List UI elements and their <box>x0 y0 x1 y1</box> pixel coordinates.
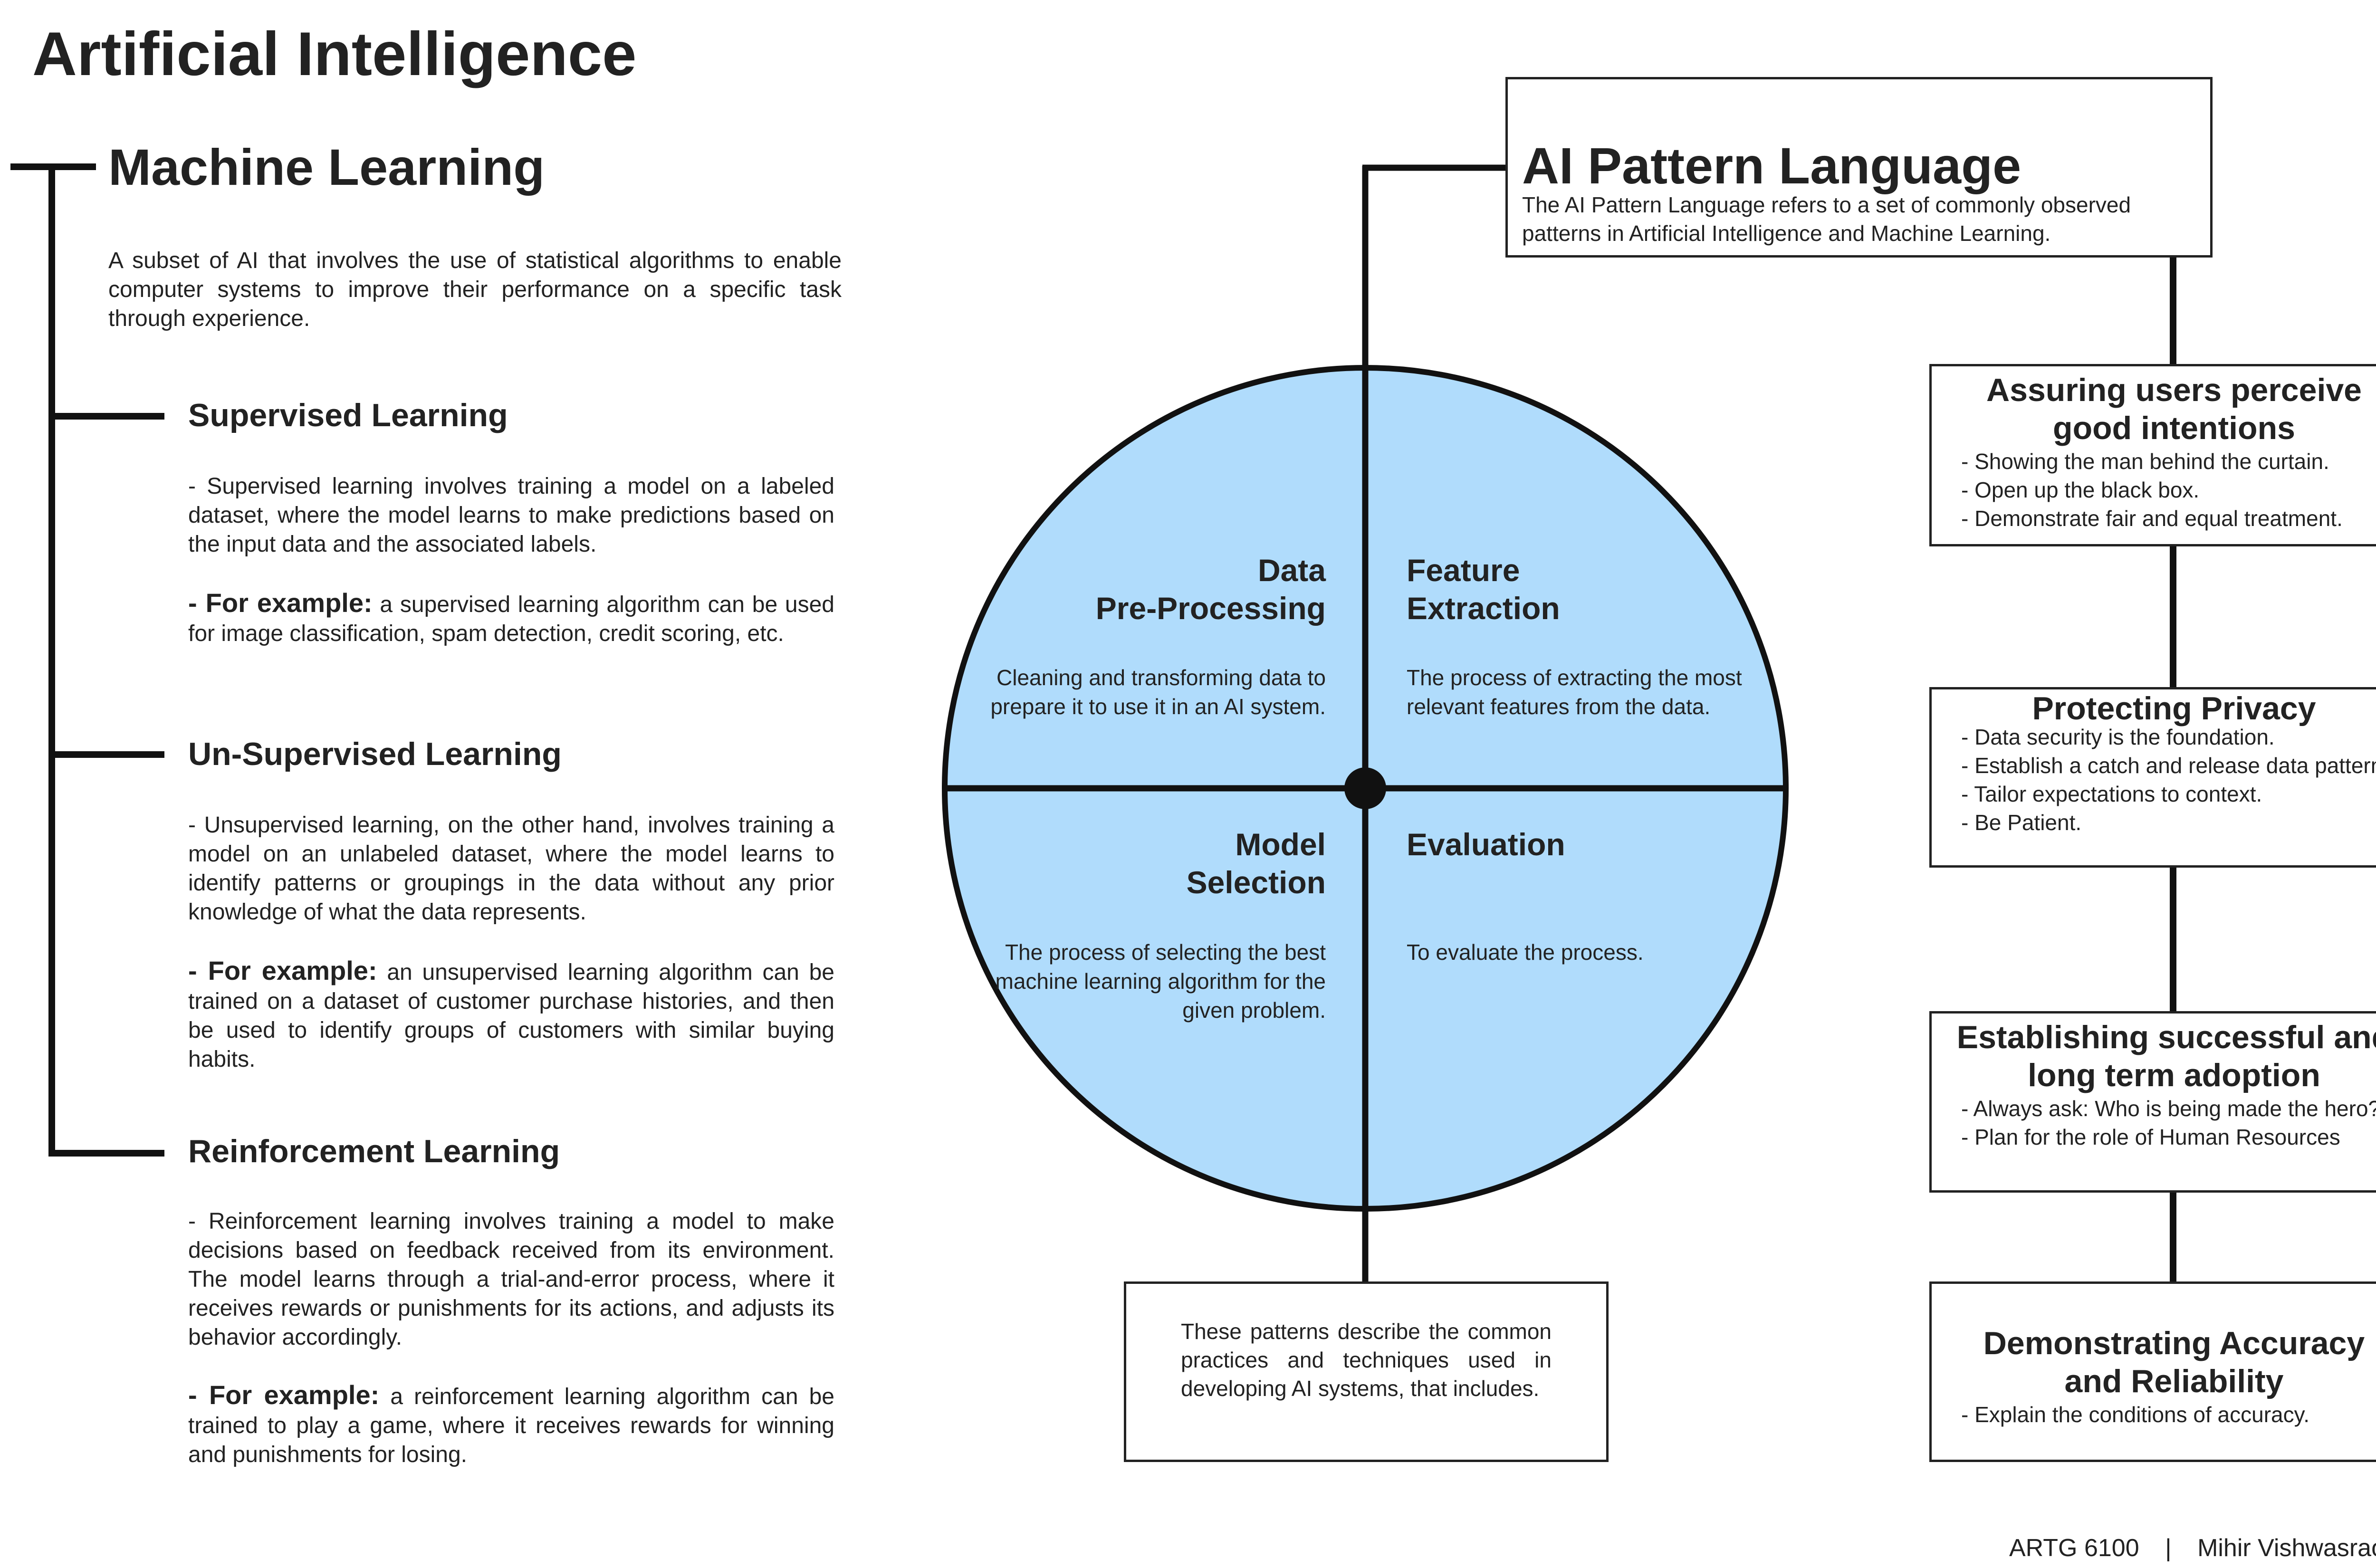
ml-title: Machine Learning <box>108 138 545 196</box>
branch-connector-supervised <box>48 413 164 420</box>
ml-tree-trunk <box>48 163 55 1157</box>
pattern-items: - Data security is the foundation. - Est… <box>1961 723 2376 837</box>
supervised-learning-description: - Supervised learning involves training … <box>188 474 834 557</box>
patterns-summary-text: These patterns describe the common pract… <box>1181 1319 1552 1401</box>
ai-pattern-language-description: The AI Pattern Language refers to a set … <box>1522 192 2131 246</box>
pattern-items: - Explain the conditions of accuracy. <box>1961 1400 2376 1429</box>
pattern-title: Assuring users perceive good intentions <box>1986 372 2362 446</box>
supervised-learning-title: Supervised Learning <box>188 397 508 433</box>
pattern-item: - Demonstrate fair and equal treatment. <box>1961 506 2343 531</box>
quadrant-evaluation-text: To evaluate the process. <box>1407 940 1644 965</box>
quadrant-title-line: Data <box>1257 553 1326 588</box>
quadrant-feature-extraction-title: Feature Extraction <box>1407 551 1711 627</box>
quadrant-title-line: Feature <box>1407 553 1520 588</box>
pattern-item: - Data security is the foundation. <box>1961 725 2275 749</box>
example-text: a reinforcement learning algorithm can b… <box>188 1384 834 1467</box>
example-text: a supervised learning algorithm can be u… <box>188 592 834 646</box>
example-text: an unsupervised learning algorithm can b… <box>188 960 834 1072</box>
example-lead: - For example: <box>188 956 377 985</box>
supervised-learning-example: - For example: a supervised learning alg… <box>188 588 834 648</box>
pattern-items: - Always ask: Who is being made the hero… <box>1961 1094 2376 1151</box>
footer-author: Mihir Vishwasrao <box>2197 1534 2376 1562</box>
ai-pattern-language-title: AI Pattern Language <box>1522 137 2022 194</box>
pattern-item: - Plan for the role of Human Resources <box>1961 1125 2340 1149</box>
pattern-title: Protecting Privacy <box>2032 690 2316 727</box>
quadrant-data-preprocessing-text: Cleaning and transforming data to prepar… <box>990 665 1326 719</box>
unsupervised-learning-title: Un-Supervised Learning <box>188 736 562 772</box>
pattern-box-accuracy-reliability: Demonstrating Accuracy and Reliability -… <box>1929 1281 2376 1462</box>
page-title: Artificial Intelligence <box>32 19 637 88</box>
pattern-item: - Establish a catch and release data pat… <box>1961 753 2376 778</box>
footer-separator: | <box>2165 1534 2172 1562</box>
branch-connector-unsupervised <box>48 751 164 758</box>
pattern-item: - Be Patient. <box>1961 810 2082 835</box>
unsupervised-learning-example: - For example: an unsupervised learning … <box>188 956 834 1074</box>
ai-pattern-language-box: AI Pattern Language The AI Pattern Langu… <box>1505 77 2213 258</box>
pattern-title: Establishing successful and long term ad… <box>1956 1019 2376 1093</box>
quadrant-model-selection-text: The process of selecting the best machin… <box>995 940 1326 1023</box>
pattern-item: - Showing the man behind the curtain. <box>1961 449 2329 474</box>
reinforcement-learning-title: Reinforcement Learning <box>188 1133 560 1169</box>
quadrant-title-line: Extraction <box>1407 591 1560 626</box>
unsupervised-learning-description: - Unsupervised learning, on the other ha… <box>188 813 834 925</box>
quadrant-title-line: Model <box>1235 827 1326 862</box>
pattern-box-protecting-privacy: Protecting Privacy - Data security is th… <box>1929 687 2376 868</box>
reinforcement-learning-description: - Reinforcement learning involves traini… <box>188 1209 834 1350</box>
quadrant-feature-extraction-text: The process of extracting the most relev… <box>1407 665 1742 719</box>
footer: ARTG 6100 | Mihir Vishwasrao <box>2009 1534 2376 1562</box>
quadrant-evaluation-title: Evaluation <box>1407 825 1711 863</box>
quadrant-model-selection-title: Model Selection <box>1022 825 1326 901</box>
pattern-item: - Explain the conditions of accuracy. <box>1961 1402 2309 1427</box>
example-lead: - For example: <box>188 588 373 618</box>
pattern-box-good-intentions: Assuring users perceive good intentions … <box>1929 364 2376 546</box>
pattern-item: - Tailor expectations to context. <box>1961 782 2262 806</box>
patterns-summary-box: These patterns describe the common pract… <box>1124 1281 1609 1462</box>
pattern-items: - Showing the man behind the curtain. - … <box>1961 447 2376 533</box>
patterns-connector-1 <box>2170 257 2176 366</box>
patterns-connector-4 <box>2170 1190 2176 1285</box>
patterns-connector-3 <box>2170 865 2176 1013</box>
patterns-connector-2 <box>2170 544 2176 689</box>
branch-connector-reinforcement <box>48 1150 164 1157</box>
quadrant-title-line: Pre-Processing <box>1095 591 1326 626</box>
footer-course: ARTG 6100 <box>2009 1534 2139 1562</box>
circle-center-dot <box>1344 767 1386 809</box>
pattern-box-long-term-adoption: Establishing successful and long term ad… <box>1929 1011 2376 1193</box>
quadrant-title-line: Selection <box>1186 865 1326 900</box>
quadrant-title-line: Evaluation <box>1407 827 1565 862</box>
pattern-item: - Always ask: Who is being made the hero… <box>1961 1096 2376 1121</box>
quadrant-data-preprocessing-title: Data Pre-Processing <box>1022 551 1326 627</box>
pattern-title: Demonstrating Accuracy and Reliability <box>1983 1325 2365 1399</box>
ml-description: A subset of AI that involves the use of … <box>108 248 842 331</box>
reinforcement-learning-example: - For example: a reinforcement learning … <box>188 1380 834 1469</box>
pattern-item: - Open up the black box. <box>1961 478 2200 502</box>
example-lead: - For example: <box>188 1380 380 1410</box>
